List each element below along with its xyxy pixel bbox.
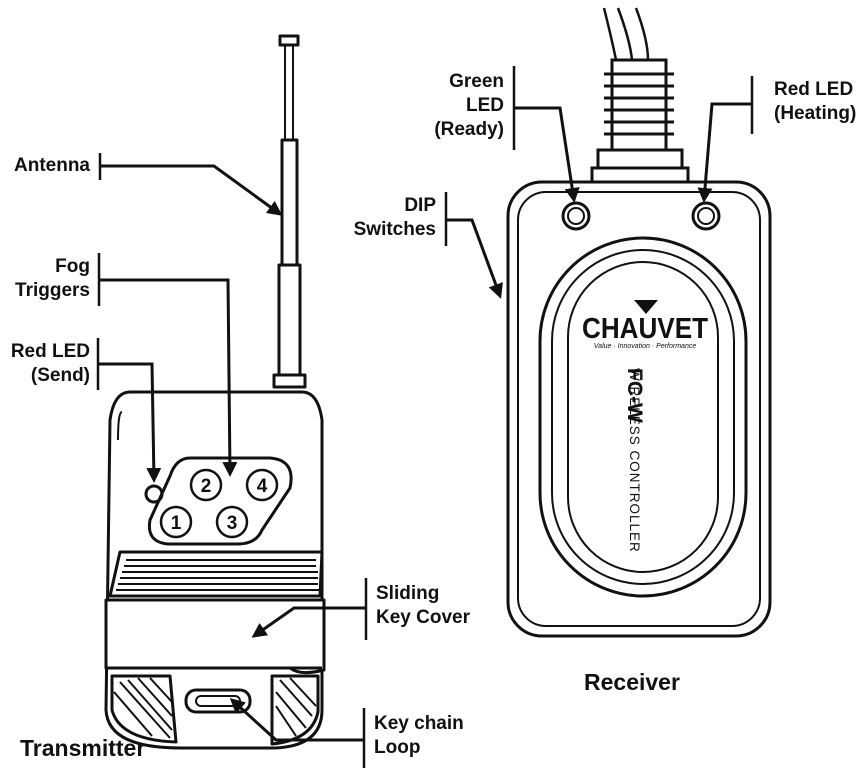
green-led: [561, 201, 591, 231]
bottom-ribs: [110, 674, 320, 746]
grip-ridges: [108, 550, 324, 598]
red-led-heating-label: Red LED (Heating): [774, 79, 857, 124]
green-led-label: Green LED (Ready): [434, 71, 504, 140]
fog-button-4[interactable]: [245, 468, 279, 502]
key-chain-loop: [184, 688, 252, 714]
fog-triggers-label: Fog Triggers: [15, 256, 90, 301]
leader-lines: [96, 66, 754, 768]
receiver-illustration: [506, 7, 772, 638]
svg-text:Value · Innovation · Performan: Value · Innovation · Performance: [594, 343, 697, 350]
model-description: WIRELESS CONTROLLER: [627, 368, 642, 553]
fog-button-2-label: 2: [201, 476, 212, 497]
strain-relief: [590, 58, 690, 184]
fog-button-3-label: 3: [227, 513, 238, 534]
red-led-heating: [691, 201, 721, 231]
transmitter-illustration: [104, 34, 326, 750]
dip-switches-label: DIP Switches: [353, 195, 436, 240]
receiver-caption: Receiver: [584, 669, 680, 695]
fog-button-1-label: 1: [171, 513, 182, 534]
fog-button-1[interactable]: [159, 505, 193, 539]
fog-button-4-label: 4: [257, 476, 268, 497]
sliding-key-cover-label: Sliding Key Cover: [376, 583, 470, 628]
fog-button-3[interactable]: [215, 505, 249, 539]
button-pad: [147, 456, 293, 546]
send-led: [144, 484, 164, 504]
receiver-cable: [602, 7, 650, 61]
transmitter-caption: Transmitter: [20, 735, 146, 761]
fog-button-2[interactable]: [189, 468, 223, 502]
chauvet-logo: CHAUVET Value · Innovation · Performance: [582, 300, 708, 350]
key-chain-loop-label: Key chain Loop: [374, 713, 464, 758]
receiver-label-window: [538, 236, 748, 598]
model-name: FC-W: [623, 368, 646, 423]
antenna-label: Antenna: [14, 155, 90, 176]
svg-text:CHAUVET: CHAUVET: [582, 313, 708, 345]
red-led-send-label: Red LED (Send): [10, 341, 90, 386]
